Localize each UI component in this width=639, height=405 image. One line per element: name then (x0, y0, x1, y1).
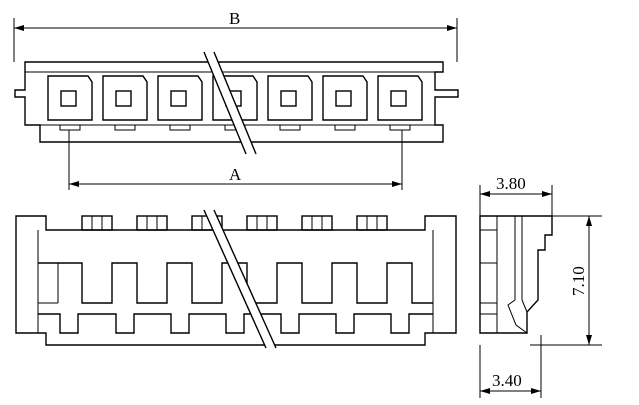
dimension-base: 3.40 (479, 335, 542, 398)
front-view-lower-teeth (38, 313, 433, 334)
top-view: B A (13, 9, 459, 190)
top-view-cavities (47, 75, 423, 131)
front-view-outline (15, 215, 457, 346)
dim-height-label: 7.10 (569, 266, 588, 296)
top-view-break (203, 51, 257, 155)
front-view-break (203, 209, 277, 349)
side-view: 3.80 7.10 3.40 (479, 174, 602, 398)
dimension-a: A (68, 130, 403, 190)
dim-base-label: 3.40 (492, 371, 522, 390)
front-view-tabs (81, 215, 388, 231)
dim-b-label: B (229, 9, 240, 28)
dimension-depth: 3.80 (479, 174, 553, 216)
dim-depth-label: 3.80 (496, 174, 526, 193)
dimension-height: 7.10 (530, 215, 602, 346)
dimension-b: B (13, 9, 458, 62)
front-view (15, 209, 457, 349)
side-view-outline (479, 215, 553, 334)
dim-a-label: A (229, 165, 242, 184)
